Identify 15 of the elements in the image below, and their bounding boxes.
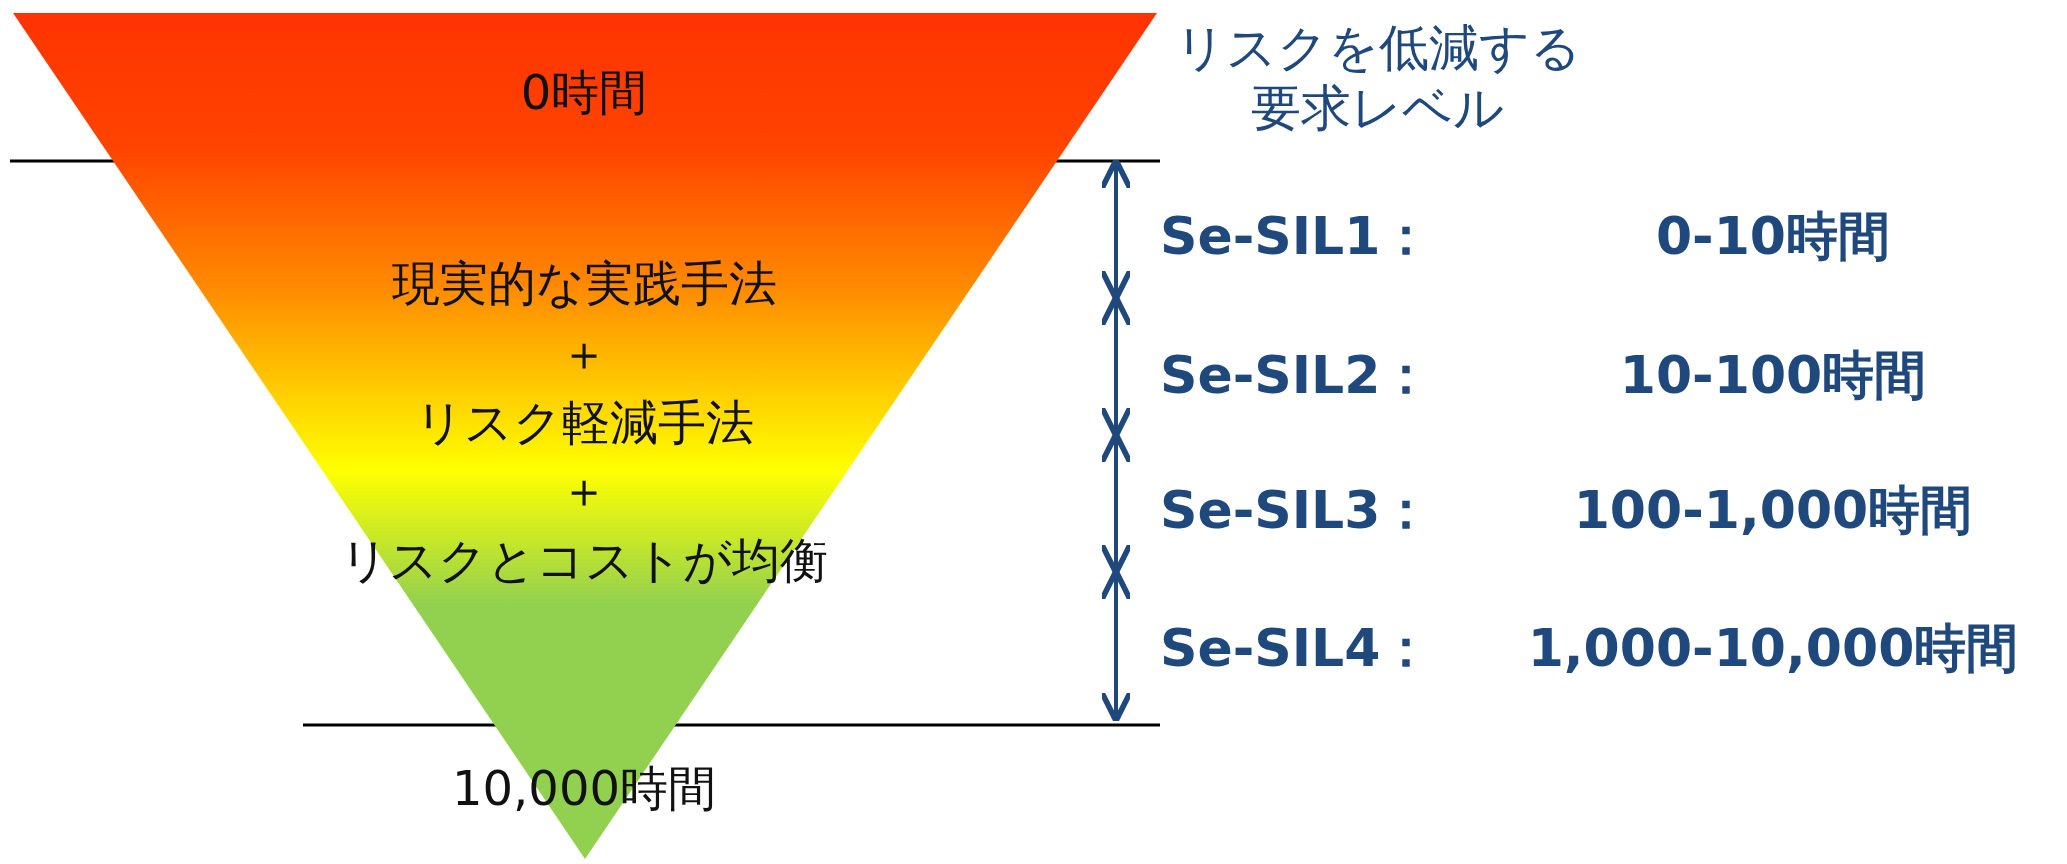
range-value: 1,000-10,000時間	[1526, 620, 2020, 678]
method-text: リスクとコストが均衡	[340, 533, 828, 587]
range-value: 0-10時間	[1654, 208, 1892, 266]
range-value: 100-1,000時間	[1572, 482, 1974, 540]
method-text: リスク軽減手法	[414, 395, 754, 449]
range-value: 10-100時間	[1618, 347, 1928, 405]
method-text: 現実的な実践手法	[391, 256, 777, 310]
plus-sign: ＋	[560, 463, 608, 517]
level-label: Se-SIL4：	[1160, 620, 1433, 678]
level-label: Se-SIL2：	[1160, 347, 1433, 405]
axis-heading: リスクを低減する要求レベル	[1173, 18, 1582, 138]
level-label: Se-SIL1：	[1160, 208, 1433, 266]
plus-sign: ＋	[560, 326, 608, 380]
level-label: Se-SIL3：	[1160, 482, 1433, 540]
time-label: 0時間	[520, 65, 648, 119]
